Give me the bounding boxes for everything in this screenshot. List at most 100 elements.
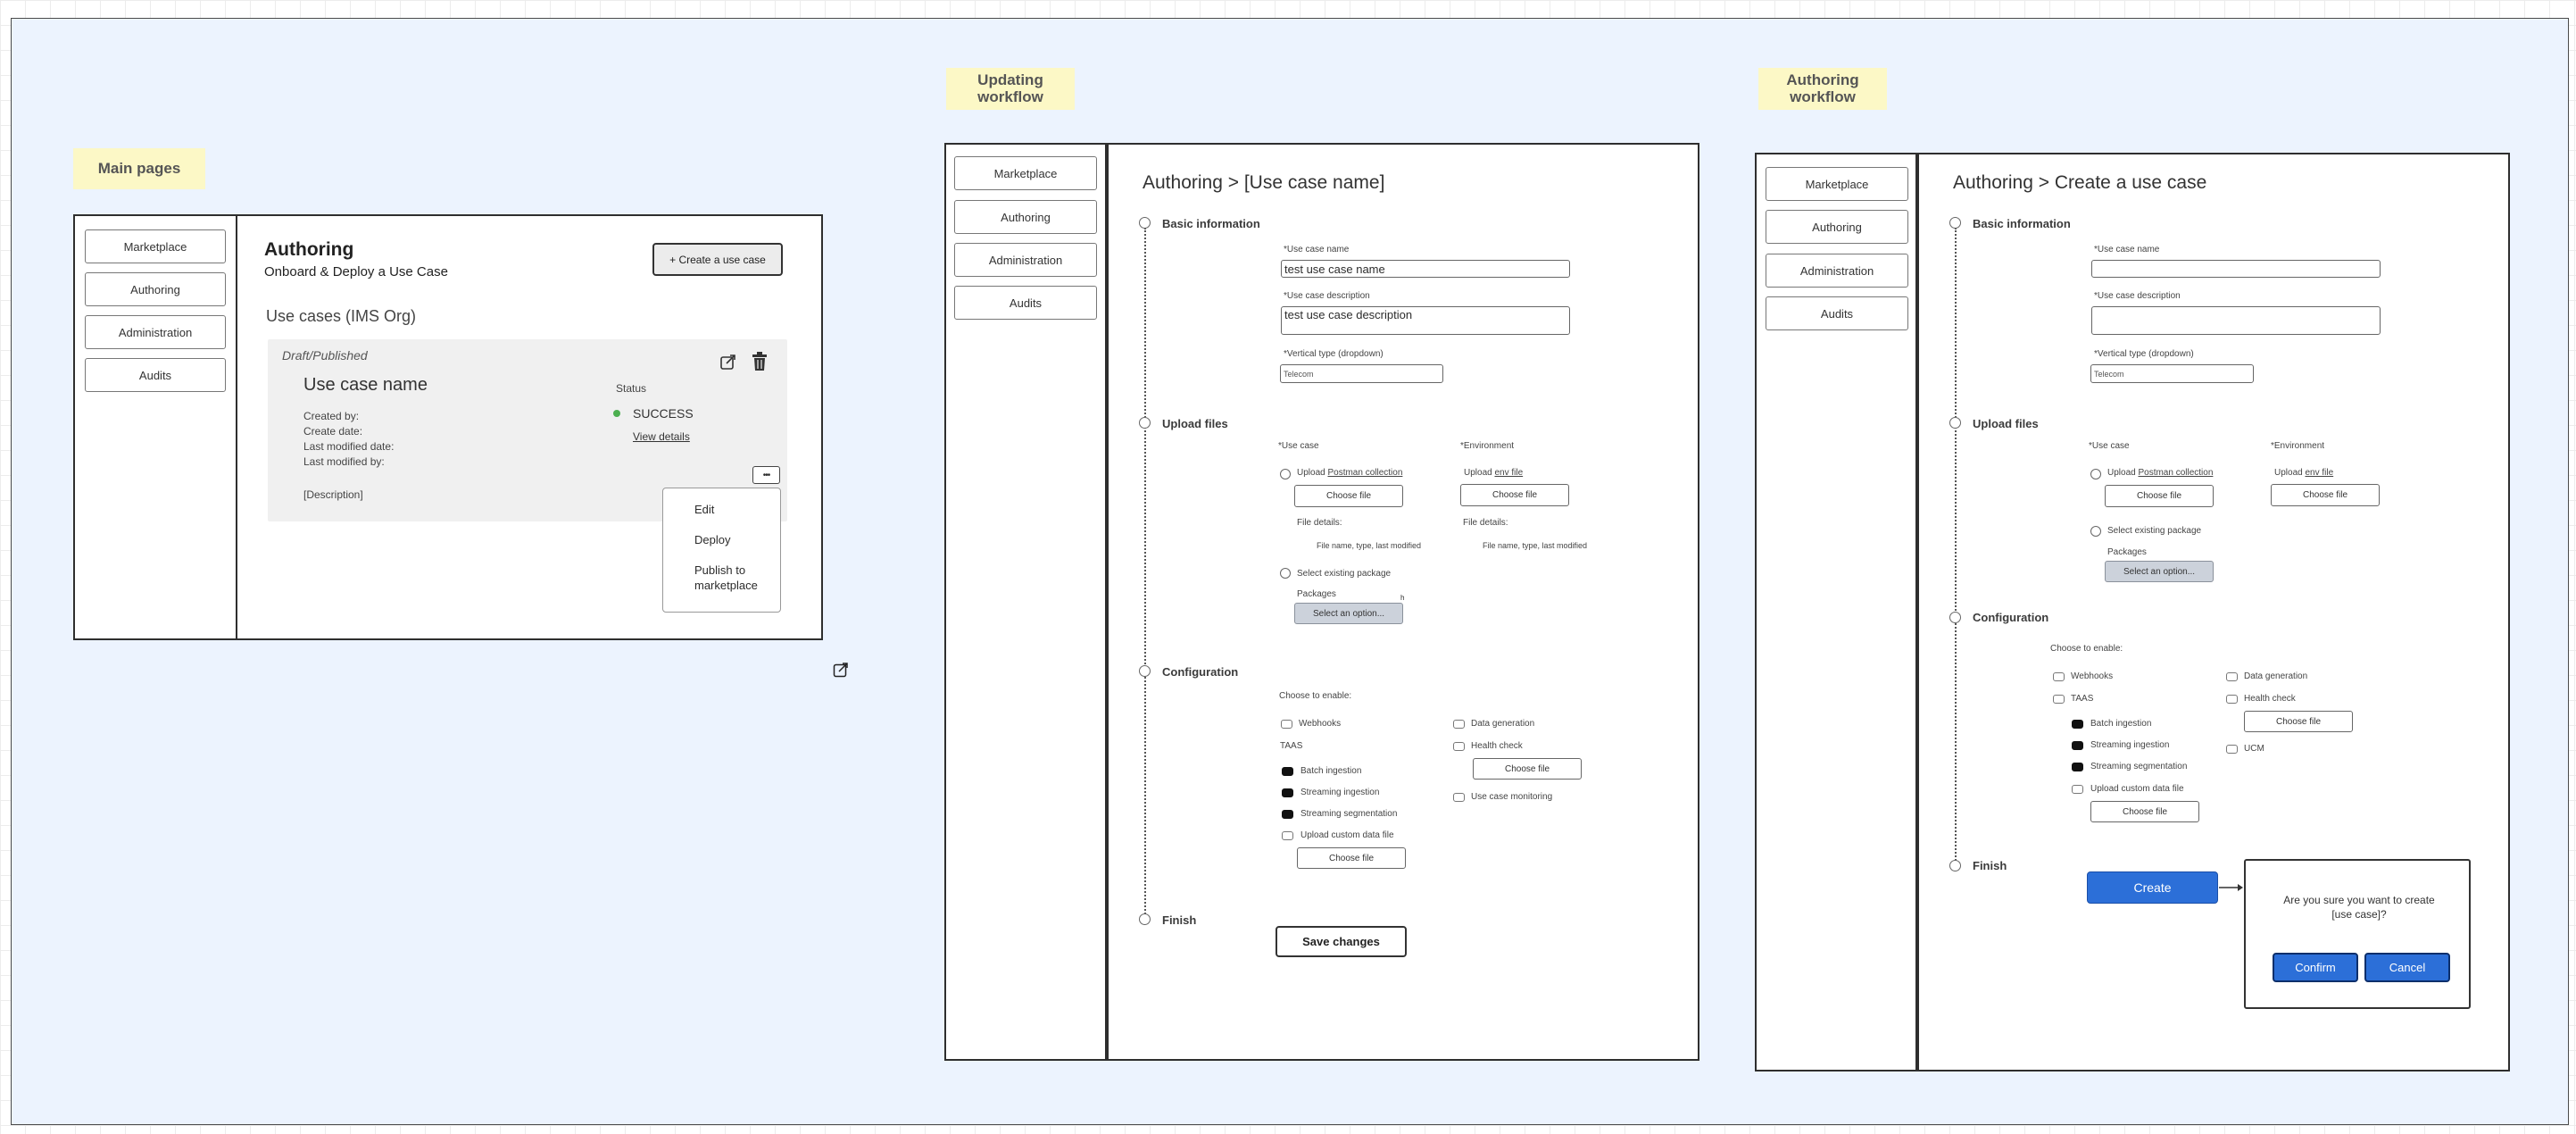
update-datagen-checkbox[interactable] [1453,720,1465,729]
card-last-modified-date: Last modified date: [303,440,395,453]
update-select-existing-radio[interactable] [1280,568,1291,579]
create-streaming: Streaming ingestion [2090,740,2170,750]
update-vertical-select[interactable]: Telecom [1280,364,1443,383]
card-status-label: Status [616,382,647,395]
menu-item-publish[interactable]: Publish to marketplace [694,563,758,592]
update-streaming-checkbox[interactable] [1282,788,1293,797]
update-choose-enable: Choose to enable: [1279,691,1352,701]
create-select-existing-radio[interactable] [2090,526,2101,537]
update-custom-choose-file[interactable]: Choose file [1297,847,1406,869]
main-nav-marketplace[interactable]: Marketplace [85,229,226,263]
update-health-choose-file[interactable]: Choose file [1473,758,1582,780]
create-to-dialog-arrow [2219,880,2244,895]
sticky-main-pages[interactable]: Main pages [73,148,205,189]
create-usecase-label: *Use case [2089,441,2130,451]
create-nav-marketplace[interactable]: Marketplace [1766,167,1908,201]
create-env-link[interactable]: env file [2305,468,2334,478]
update-nav-audits[interactable]: Audits [954,286,1097,320]
update-postman-choose-file[interactable]: Choose file [1294,485,1403,507]
update-custom: Upload custom data file [1300,830,1394,840]
create-postman-choose-file[interactable]: Choose file [2105,485,2214,507]
create-step-finish: Finish [1973,859,2007,872]
main-nav-audits[interactable]: Audits [85,358,226,392]
update-env-label: *Environment [1460,441,1515,451]
main-nav-administration[interactable]: Administration [85,315,226,349]
create-desc-input[interactable] [2091,306,2381,335]
create-step-upload-icon [1949,417,1961,429]
update-nav-authoring[interactable]: Authoring [954,200,1097,234]
share-icon[interactable] [719,353,737,371]
update-health-checkbox[interactable] [1453,742,1465,751]
create-health-choose-file[interactable]: Choose file [2244,711,2353,732]
update-page-frame [1107,143,1699,1061]
create-custom-choose-file[interactable]: Choose file [2090,801,2199,822]
create-ucm-checkbox[interactable] [2226,745,2238,754]
more-options-button[interactable]: ••• [752,466,780,484]
create-streaming-checkbox[interactable] [2072,741,2083,750]
card-last-modified-by: Last modified by: [303,455,385,468]
update-upload-postman-radio[interactable] [1280,469,1291,479]
create-webhooks-checkbox[interactable] [2053,672,2065,681]
view-details-link[interactable]: View details [633,430,690,443]
update-segmentation-checkbox[interactable] [1282,810,1293,819]
update-webhooks-checkbox[interactable] [1281,720,1292,729]
update-nav-administration[interactable]: Administration [954,243,1097,277]
create-health: Health check [2244,694,2296,704]
create-vertical-select[interactable]: Telecom [2090,364,2254,383]
create-name-input[interactable] [2091,260,2381,278]
update-desc-input[interactable]: test use case description [1281,306,1570,335]
update-upload-env-prefix: Upload [1464,468,1495,478]
update-sidebar-frame [944,143,1107,1061]
update-select-existing: Select existing package [1297,569,1392,579]
sticky-authoring-workflow[interactable]: Authoring workflow [1758,68,1887,110]
menu-item-edit[interactable]: Edit [694,503,715,516]
create-taas-checkbox[interactable] [2053,695,2065,704]
update-env-choose-file[interactable]: Choose file [1460,484,1569,506]
create-packages-label: Packages [2107,547,2147,557]
update-custom-checkbox[interactable] [1282,831,1293,840]
confirm-dialog-message: Are you sure you want to create [use cas… [2283,894,2435,921]
create-health-checkbox[interactable] [2226,695,2238,704]
create-batch-checkbox[interactable] [2072,720,2083,729]
create-custom-checkbox[interactable] [2072,785,2083,794]
update-monitoring-checkbox[interactable] [1453,793,1465,802]
update-postman-link[interactable]: Postman collection [1327,468,1403,478]
update-monitoring: Use case monitoring [1471,792,1553,802]
context-menu [662,488,781,613]
create-nav-administration[interactable]: Administration [1766,254,1908,288]
sticky-updating-workflow-text: Updating workflow [977,71,1043,105]
create-use-case-button[interactable]: + Create a use case [652,243,783,276]
cancel-button[interactable]: Cancel [2364,953,2450,982]
menu-item-deploy[interactable]: Deploy [694,533,731,546]
create-datagen-checkbox[interactable] [2226,672,2238,681]
create-step-config: Configuration [1973,611,2049,624]
save-changes-button[interactable]: Save changes [1276,926,1407,957]
external-link-icon[interactable] [833,662,849,678]
confirm-button[interactable]: Confirm [2273,953,2358,982]
create-packages-select[interactable]: Select an option... [2105,561,2214,582]
main-nav-authoring[interactable]: Authoring [85,272,226,306]
create-postman-link[interactable]: Postman collection [2138,468,2214,478]
create-custom: Upload custom data file [2090,784,2184,794]
create-step-finish-icon [1949,860,1961,871]
create-upload-postman-radio[interactable] [2090,469,2101,479]
create-upload-env-prefix: Upload [2274,468,2306,478]
main-page-title: Authoring [264,239,354,260]
sticky-updating-workflow[interactable]: Updating workflow [946,68,1075,110]
create-sidebar-frame [1755,153,1917,1071]
create-button[interactable]: Create [2087,871,2218,904]
create-nav-authoring[interactable]: Authoring [1766,210,1908,244]
create-page-title: Authoring > Create a use case [1953,172,2207,193]
create-segmentation-checkbox[interactable] [2072,763,2083,771]
update-step-finish-icon [1139,913,1151,925]
update-health: Health check [1471,741,1523,751]
create-env-choose-file[interactable]: Choose file [2271,484,2380,506]
update-batch-checkbox[interactable] [1282,767,1293,776]
trash-icon[interactable] [752,352,768,371]
update-env-link[interactable]: env file [1494,468,1524,478]
update-postman-file-details: File details: [1297,518,1342,528]
create-nav-audits[interactable]: Audits [1766,296,1908,330]
update-name-input[interactable]: test use case name [1281,260,1570,278]
update-nav-marketplace[interactable]: Marketplace [954,156,1097,190]
update-packages-select[interactable]: Select an option... [1294,603,1403,624]
